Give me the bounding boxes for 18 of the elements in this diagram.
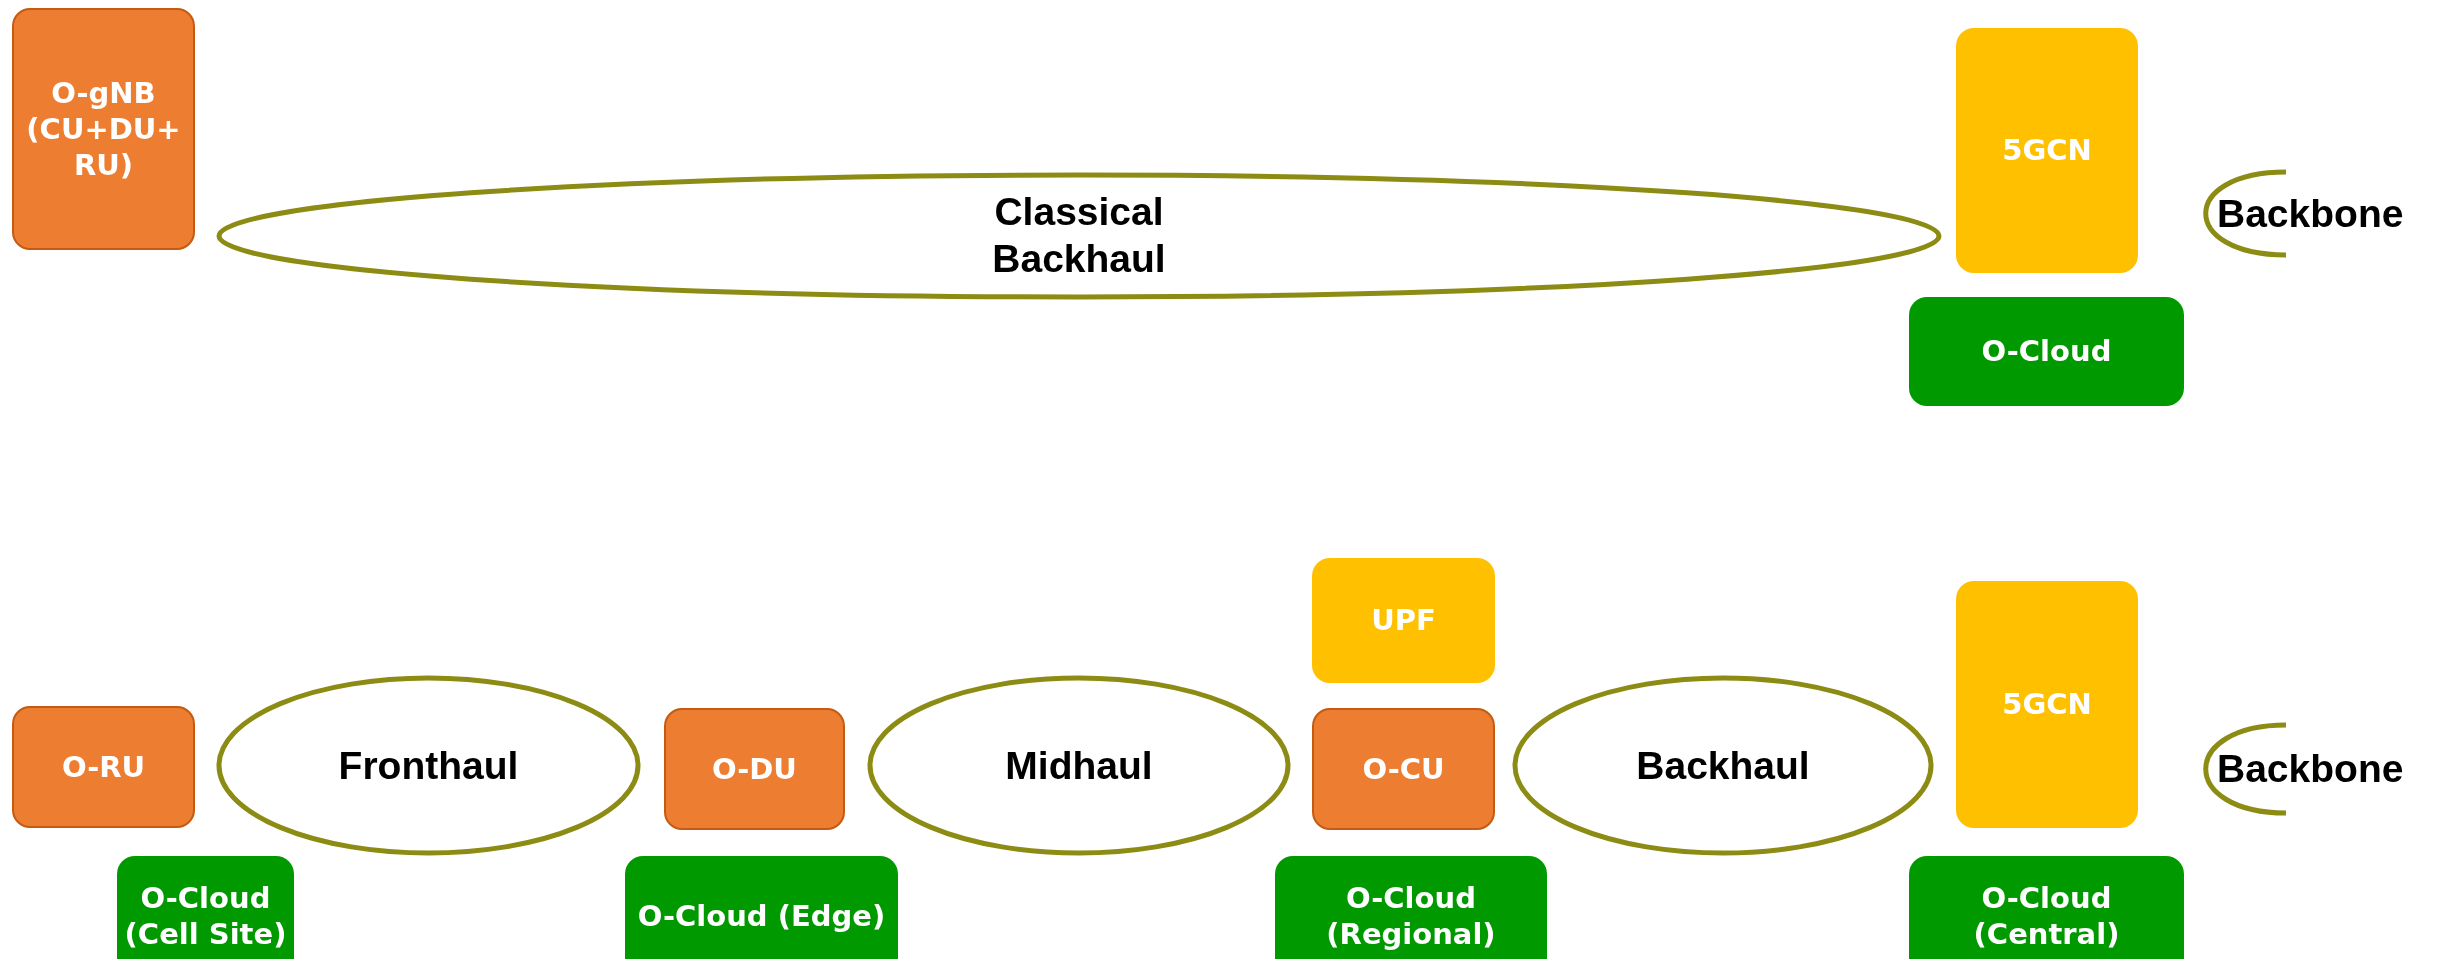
network-segment-label: Backbone [2217,190,2404,237]
network-segment-label: Backbone [2217,745,2404,792]
function-box: O-RU [12,706,195,828]
function-box: O-DU [664,708,845,830]
function-box: 5GCN [1956,581,2138,828]
function-box: O-gNB (CU+DU+RU) [12,8,195,250]
cloud-box: O-Cloud (Regional) [1275,856,1547,959]
cloud-box: O-Cloud [1909,297,2184,406]
function-box: O-CU [1312,708,1495,830]
cloud-box: O-Cloud (Edge) [625,856,898,959]
network-segment-label: Fronthaul [338,742,519,789]
cloud-box: O-Cloud (Cell Site) [117,856,294,959]
network-segment-label: Midhaul [1005,742,1153,789]
cloud-box: O-Cloud (Central) [1909,856,2184,959]
network-segment-label: Classical Backhaul [991,189,1167,282]
function-box: UPF [1312,558,1495,683]
function-box: 5GCN [1956,28,2138,273]
network-segment-label: Backhaul [1636,742,1810,789]
